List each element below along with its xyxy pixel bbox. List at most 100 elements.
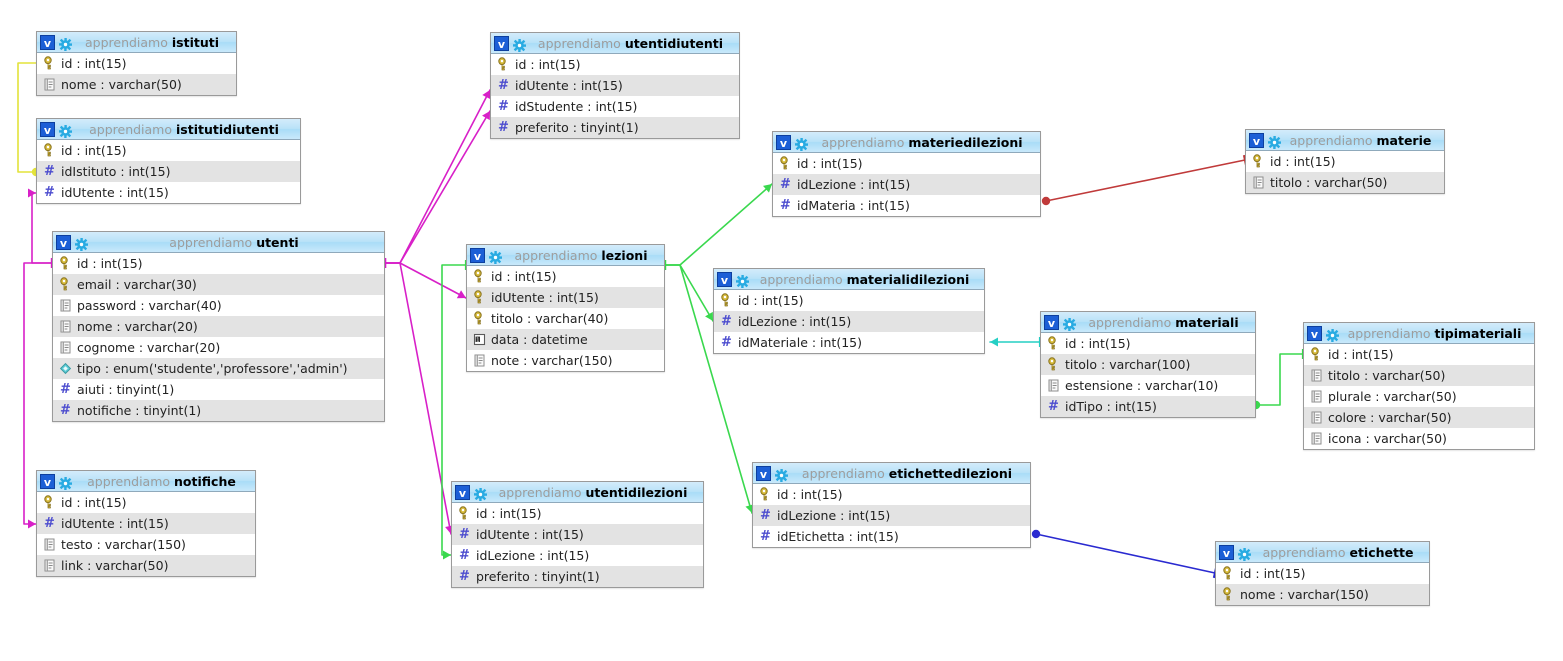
column-row[interactable]: #idLezione : int(15) [452, 545, 703, 566]
column-row[interactable]: id : int(15) [491, 54, 739, 75]
relation-arrow-cap [443, 550, 451, 560]
column-row[interactable]: #preferito : tinyint(1) [452, 566, 703, 587]
column-row[interactable]: tipo : enum('studente','professore','adm… [53, 358, 384, 379]
column-row[interactable]: email : varchar(30) [53, 274, 384, 295]
column-row[interactable]: idUtente : int(15) [467, 287, 664, 308]
hash-icon: # [760, 508, 771, 523]
table-name: utentidiutenti [624, 35, 724, 51]
column-row[interactable]: link : varchar(50) [37, 555, 255, 576]
column-row[interactable]: id : int(15) [37, 53, 236, 74]
hash-icon: # [498, 78, 509, 93]
column-row[interactable]: #idLezione : int(15) [753, 505, 1030, 526]
column-row[interactable]: id : int(15) [714, 290, 984, 311]
column-label: id : int(15) [61, 56, 127, 71]
relation-line [17, 62, 37, 173]
schema-name: apprendiamo [1088, 314, 1172, 330]
column-row[interactable]: id : int(15) [1304, 344, 1534, 365]
column-row[interactable]: id : int(15) [37, 492, 255, 513]
column-row[interactable]: titolo : varchar(40) [467, 308, 664, 329]
column-row[interactable]: id : int(15) [1041, 333, 1255, 354]
column-row[interactable]: id : int(15) [773, 153, 1040, 174]
hash-icon: # [760, 529, 771, 544]
gear-icon [74, 236, 89, 251]
column-row[interactable]: #idMateriale : int(15) [714, 332, 984, 353]
column-row[interactable]: id : int(15) [37, 140, 300, 161]
column-row[interactable]: #idMateria : int(15) [773, 195, 1040, 216]
relation-utenti-id-to-utentidilezioni-idUtente [383, 258, 454, 535]
column-row[interactable]: password : varchar(40) [53, 295, 384, 316]
column-row[interactable]: #preferito : tinyint(1) [491, 117, 739, 138]
column-row[interactable]: #idEtichetta : int(15) [753, 526, 1030, 547]
column-label: id : int(15) [1328, 347, 1394, 362]
column-row[interactable]: plurale : varchar(50) [1304, 386, 1534, 407]
column-row[interactable]: #idUtente : int(15) [491, 75, 739, 96]
key-icon [42, 143, 57, 158]
column-row[interactable]: #idLezione : int(15) [714, 311, 984, 332]
key-icon [1221, 566, 1236, 581]
column-row[interactable]: note : varchar(150) [467, 350, 664, 371]
relation-line [1045, 159, 1246, 202]
hash-icon: # [459, 548, 470, 563]
column-row[interactable]: #idUtente : int(15) [37, 182, 300, 203]
column-row[interactable]: id : int(15) [53, 253, 384, 274]
column-row[interactable]: id : int(15) [753, 484, 1030, 505]
column-row[interactable]: nome : varchar(20) [53, 316, 384, 337]
column-row[interactable]: id : int(15) [1216, 563, 1429, 584]
column-row[interactable]: titolo : varchar(100) [1041, 354, 1255, 375]
column-row[interactable]: #idTipo : int(15) [1041, 396, 1255, 417]
table-title-utentidiutenti: apprendiamo utentidiutenti [526, 36, 739, 51]
column-row[interactable]: #notifiche : tinyint(1) [53, 400, 384, 421]
column-row[interactable]: id : int(15) [467, 266, 664, 287]
schema-name: apprendiamo [1262, 544, 1346, 560]
relation-lezioni-id-to-materialidilezioni-idLezione [663, 260, 714, 322]
column-row[interactable]: #idLezione : int(15) [773, 174, 1040, 195]
column-row[interactable]: icona : varchar(50) [1304, 428, 1534, 449]
column-row[interactable]: #idIstituto : int(15) [37, 161, 300, 182]
column-row[interactable]: #idStudente : int(15) [491, 96, 739, 117]
column-row[interactable]: #idUtente : int(15) [452, 524, 703, 545]
column-row[interactable]: estensione : varchar(10) [1041, 375, 1255, 396]
column-row[interactable]: nome : varchar(150) [1216, 584, 1429, 605]
column-row[interactable]: id : int(15) [1246, 151, 1444, 172]
column-row[interactable]: cognome : varchar(20) [53, 337, 384, 358]
column-row[interactable]: titolo : varchar(50) [1304, 365, 1534, 386]
column-row[interactable]: colore : varchar(50) [1304, 407, 1534, 428]
column-row[interactable]: id : int(15) [452, 503, 703, 524]
column-row[interactable]: #idUtente : int(15) [37, 513, 255, 534]
column-row[interactable]: titolo : varchar(50) [1246, 172, 1444, 193]
column-row[interactable]: #aiuti : tinyint(1) [53, 379, 384, 400]
column-row[interactable]: nome : varchar(50) [37, 74, 236, 95]
schema-name: apprendiamo [759, 271, 843, 287]
column-row[interactable]: testo : varchar(150) [37, 534, 255, 555]
